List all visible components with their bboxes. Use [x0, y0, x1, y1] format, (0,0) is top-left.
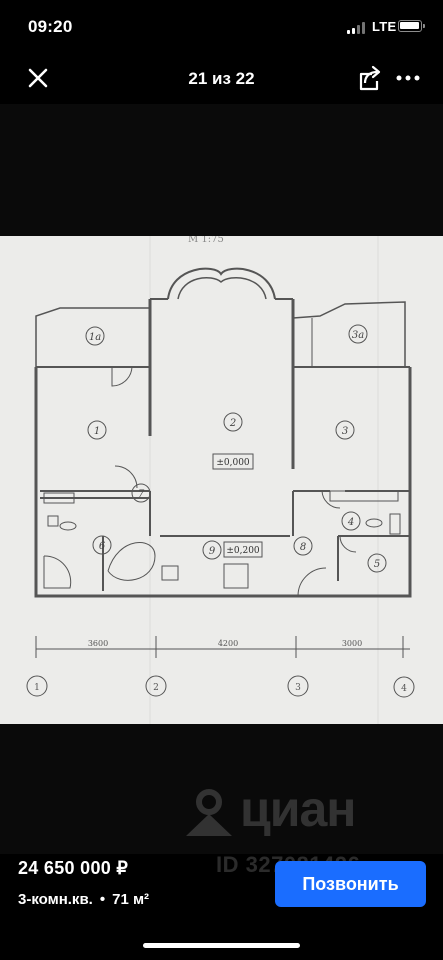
dimension-label: 4200 — [218, 639, 238, 648]
signal-icon — [347, 22, 367, 34]
listing-details: 3-комн.кв. • 71 м² — [18, 891, 149, 908]
call-button[interactable]: Позвонить — [275, 861, 426, 907]
listing-area: 71 м² — [112, 891, 150, 908]
more-button[interactable] — [394, 66, 422, 90]
axis-label: 1 — [34, 683, 40, 693]
plan-room-labels: 1а 1 2 3а 3 4 5 6 7 8 9 — [89, 330, 380, 570]
floor-plan-image[interactable]: М 1:75 — [0, 234, 443, 724]
room-label: 3а — [352, 330, 364, 341]
axis-label: 3 — [295, 683, 301, 693]
axis-label: 2 — [153, 683, 159, 693]
room-label: 4 — [347, 517, 354, 528]
details-separator: • — [99, 891, 106, 908]
room-label: 5 — [374, 559, 380, 570]
location-pin-icon — [186, 789, 232, 836]
home-indicator[interactable] — [143, 943, 300, 948]
level-label: ±0,000 — [216, 458, 250, 468]
status-time: 09:20 — [28, 17, 73, 36]
close-icon — [28, 68, 48, 88]
share-icon — [359, 65, 381, 91]
room-label: 9 — [209, 546, 216, 557]
room-label: 8 — [300, 542, 306, 553]
watermark-brand: циан — [240, 781, 356, 837]
share-button[interactable] — [352, 62, 382, 92]
room-label: 1а — [89, 332, 101, 343]
plan-scale-note: М 1:75 — [188, 236, 224, 245]
listing-rooms: 3-комн.кв. — [18, 891, 93, 908]
room-label: 1 — [94, 426, 100, 437]
more-icon — [396, 75, 420, 81]
floor-plan-drawing: М 1:75 — [0, 234, 443, 724]
battery-icon — [398, 20, 425, 32]
room-label: 3 — [342, 426, 348, 437]
dimension-label: 3600 — [88, 639, 108, 648]
room-label: 7 — [138, 489, 145, 500]
level-label: ±0,200 — [226, 546, 260, 556]
dimension-label: 3000 — [342, 639, 362, 648]
listing-price: 24 650 000 ₽ — [18, 858, 129, 878]
room-label: 6 — [99, 541, 106, 552]
room-label: 2 — [229, 418, 236, 429]
photo-viewer-header: 21 из 22 — [0, 52, 443, 104]
status-bar: 09:20 LTE — [0, 0, 443, 52]
network-type: LTE — [372, 19, 397, 34]
battery-level — [400, 22, 419, 29]
axis-label: 4 — [401, 684, 407, 694]
photo-counter: 21 из 22 — [188, 69, 255, 88]
close-button[interactable] — [24, 64, 52, 92]
listing-footer: 24 650 000 ₽ 3-комн.кв. • 71 м² Позвонить — [0, 846, 443, 960]
